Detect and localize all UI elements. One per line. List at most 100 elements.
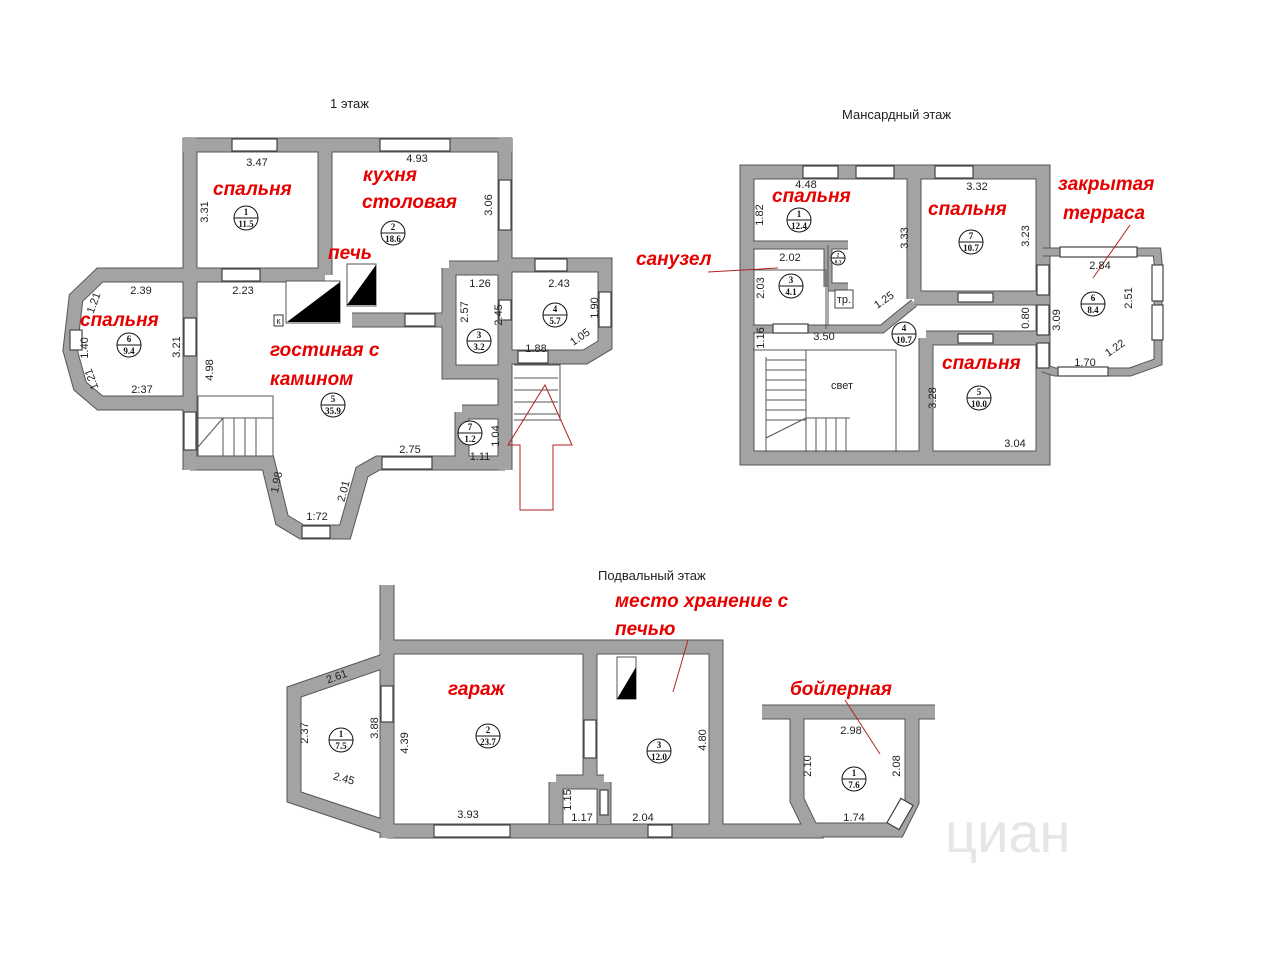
dim: 3.21 [171,336,183,357]
dim: 4.80 [697,729,709,750]
room-marker-3: 33.2 [466,328,492,354]
window [647,824,673,838]
window [599,789,609,816]
room-number: 1 [244,207,249,217]
room-area: 0.3 [835,261,842,266]
dim: 3.09 [1051,309,1063,330]
dim: 3.06 [483,194,495,215]
dim: 2.02 [779,252,800,264]
room-area: 10.0 [971,399,987,409]
dim: 1.22 [1103,337,1127,359]
window [583,719,597,759]
dim: 2.08 [891,755,903,776]
light-well-label: свет [831,380,853,392]
room-marker-2: 218.6 [380,220,406,246]
room-marker-1: 111.5 [233,205,259,231]
label-bathroom: санузел [636,249,712,270]
label-bedroom: спальня [928,199,1007,220]
dim: 2:37 [131,384,152,396]
basement-title: Подвальный этаж [598,568,706,583]
window [534,258,568,272]
label-bedroom: спальня [213,179,292,200]
fireplace-stove: К [273,263,377,327]
dim: 2.23 [232,285,253,297]
mansard-dimensions: 4.48 1.82 3.33 3.32 3.23 2.02 2.03 1.25 … [754,179,1135,450]
room-number: 3 [657,740,662,750]
label-fireplace: камином [270,369,353,390]
room-number: 7 [468,422,473,432]
basement-dimensions: 2.61 2.37 3.88 2.45 4.39 3.93 1.15 1.17 … [299,668,903,824]
room-marker-4: 410.7 [891,321,917,347]
room-area: 4.1 [785,287,797,297]
dim: 1.70 [1074,357,1095,369]
mansard-walls [739,164,1163,466]
dim: 3.88 [369,717,381,738]
room-marker-2: 20.3 [830,250,846,266]
room-area: 1.2 [464,434,476,444]
dim: 2.10 [802,755,814,776]
watermark-logo-text: циан [945,801,1070,864]
window [69,329,83,351]
window [221,268,261,282]
window [381,456,433,470]
dim: 2.51 [1123,287,1135,308]
floor1-dimensions: 3.47 4.93 3.31 3.06 2.39 2.23 1.21 1.40 … [79,153,601,523]
room-marker-6: 68.4 [1080,291,1106,317]
room-area: 10.7 [896,335,912,345]
floor1-windows [69,138,612,539]
window [957,292,994,303]
dim: 3.04 [1004,438,1025,450]
mansard-room-markers: 112.4 20.3 34.1 410.7 510.0 68.4 710.7 [778,207,1106,411]
room-area: 9.4 [123,346,135,356]
dim: 3.33 [899,227,911,248]
dim: 4.93 [406,153,427,165]
label-living-room: гостиная с [270,340,380,361]
dim: 3.93 [457,809,478,821]
room-marker-3: 312.0 [646,738,672,764]
label-boiler-room: бойлерная [790,679,892,700]
window [517,350,549,364]
window [934,165,974,179]
wall-outline [62,137,613,540]
floor1-title: 1 этаж [330,96,369,111]
label-storage: место хранение с [615,591,789,612]
label-stove: печь [328,243,372,264]
window [183,411,197,451]
floor1-plan: 1 этаж К [62,96,613,540]
room-area: 3.2 [473,342,485,352]
label-closed: закрытая [1058,174,1154,195]
cian-watermark: циан [945,801,1070,864]
room-number: 7 [969,231,974,241]
window [1036,304,1050,336]
dim: 1.04 [490,425,502,446]
dim: 3.31 [199,201,211,222]
dim: 2.45 [493,304,505,325]
label-storage-stove: печью [615,619,676,640]
dim: 1.82 [754,204,766,225]
dim: 3.32 [966,181,987,193]
mansard-plan: Мансардный этаж тр. свет [636,107,1164,466]
room-marker-7: 71.2 [457,420,483,446]
entrance-arrow [507,383,573,511]
pipe-label: тр. [837,294,851,306]
room-number: 3 [789,275,794,285]
dim: 3.23 [1020,225,1032,246]
window [433,824,511,838]
room-area: 23.7 [480,737,496,747]
room-number: 5 [977,387,982,397]
window [957,333,994,344]
dim: 2.84 [1089,260,1110,272]
label-pointer-lines [672,639,881,755]
room-area: 5.7 [549,316,561,326]
window [1036,264,1050,296]
dim: 1.88 [525,343,546,355]
dim: 2.39 [130,285,151,297]
window [404,313,436,327]
label-dining: столовая [362,192,457,213]
dim: 1.15 [562,789,574,810]
window [598,291,612,328]
floor1-walls [62,137,613,540]
dim: 1.17 [571,812,592,824]
fireplace-mark: К [276,319,281,326]
